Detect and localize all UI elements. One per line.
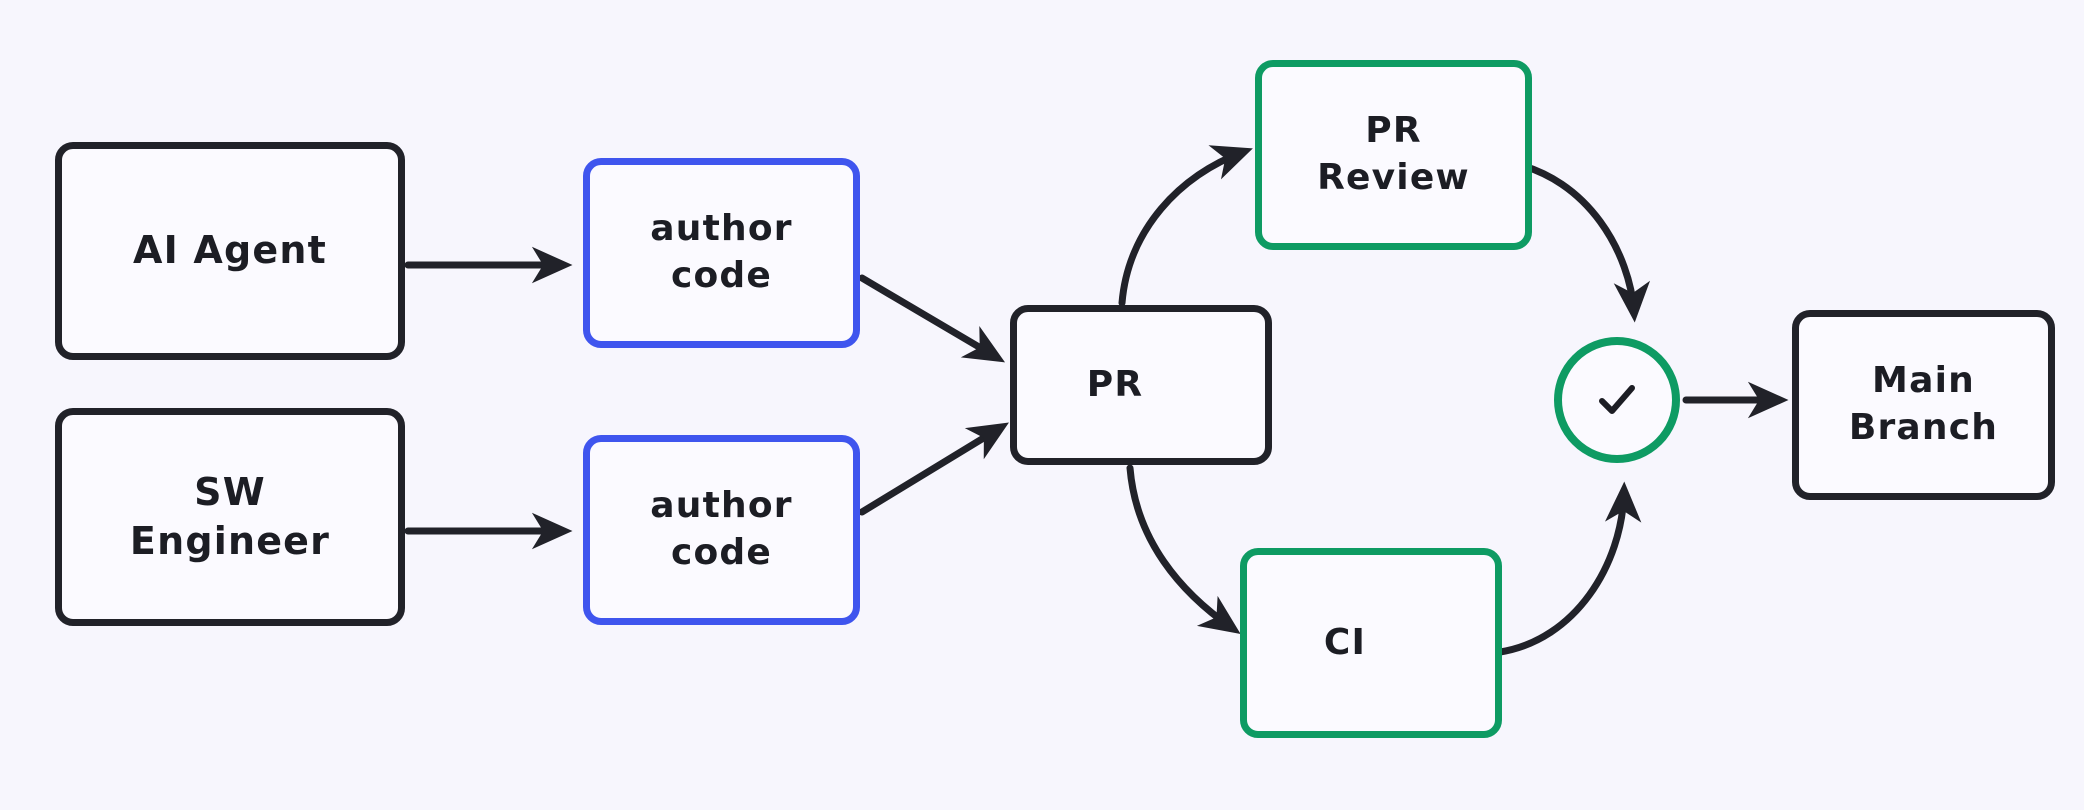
node-pr-review-label: PR Review [1317,110,1470,198]
edge-author-code-engineer-to-pr [858,422,1009,516]
node-author-code-agent[interactable]: author code [583,158,860,348]
node-pr[interactable]: PR [1010,305,1272,465]
node-sw-engineer-label: SW Engineer [129,469,331,563]
node-sw-engineer[interactable]: SW Engineer [55,408,405,626]
node-ci[interactable]: CI [1240,548,1502,738]
merge-check-node[interactable] [1554,337,1680,463]
node-author-code-engineer[interactable]: author code [583,435,860,625]
edge-pr-review-to-check [1504,158,1651,323]
node-pr-review[interactable]: PR Review [1255,60,1532,250]
edge-author-code-agent-to-pr [858,274,1006,363]
edge-pr-to-pr-review [1118,145,1253,307]
node-author-code-agent-label: author code [650,208,793,296]
node-ai-agent[interactable]: AI Agent [55,142,405,360]
node-ai-agent-label: AI Agent [133,228,327,273]
edge-pr-to-ci [1126,464,1241,634]
node-main-branch[interactable]: Main Branch [1792,310,2055,500]
node-main-branch-label: Main Branch [1848,360,1999,448]
check-icon [1587,370,1647,430]
node-ci-label: CI [1323,621,1367,663]
edge-ci-to-check [1496,481,1642,656]
node-author-code-engineer-label: author code [650,485,793,573]
node-pr-label: PR [1086,363,1144,405]
